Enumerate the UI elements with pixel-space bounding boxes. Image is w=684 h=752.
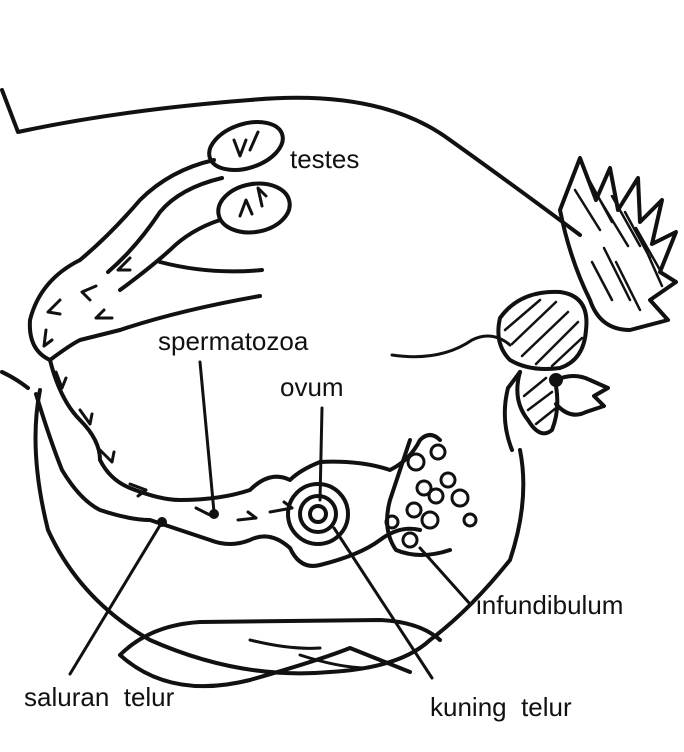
label-infundibulum: infundibulum (476, 590, 623, 620)
label-kuning-telur: kuning telur (430, 692, 572, 722)
label-spermatozoa: spermatozoa (158, 326, 309, 356)
ovum-organ (286, 482, 350, 546)
eye-icon (549, 373, 563, 387)
label-pointers (68, 360, 472, 680)
label-testes: testes (290, 144, 359, 174)
hen-head (496, 289, 610, 452)
oviduct (27, 258, 442, 568)
vas-deferens (78, 158, 264, 332)
testes-organ (207, 120, 292, 235)
infundibulum-organ (384, 438, 478, 557)
hen-feet-outline (118, 618, 442, 689)
label-saluran-telur: saluran telur (24, 682, 175, 712)
label-ovum: ovum (280, 372, 344, 402)
comb-shape (558, 156, 678, 332)
sperm-flow-arrows (42, 256, 294, 522)
